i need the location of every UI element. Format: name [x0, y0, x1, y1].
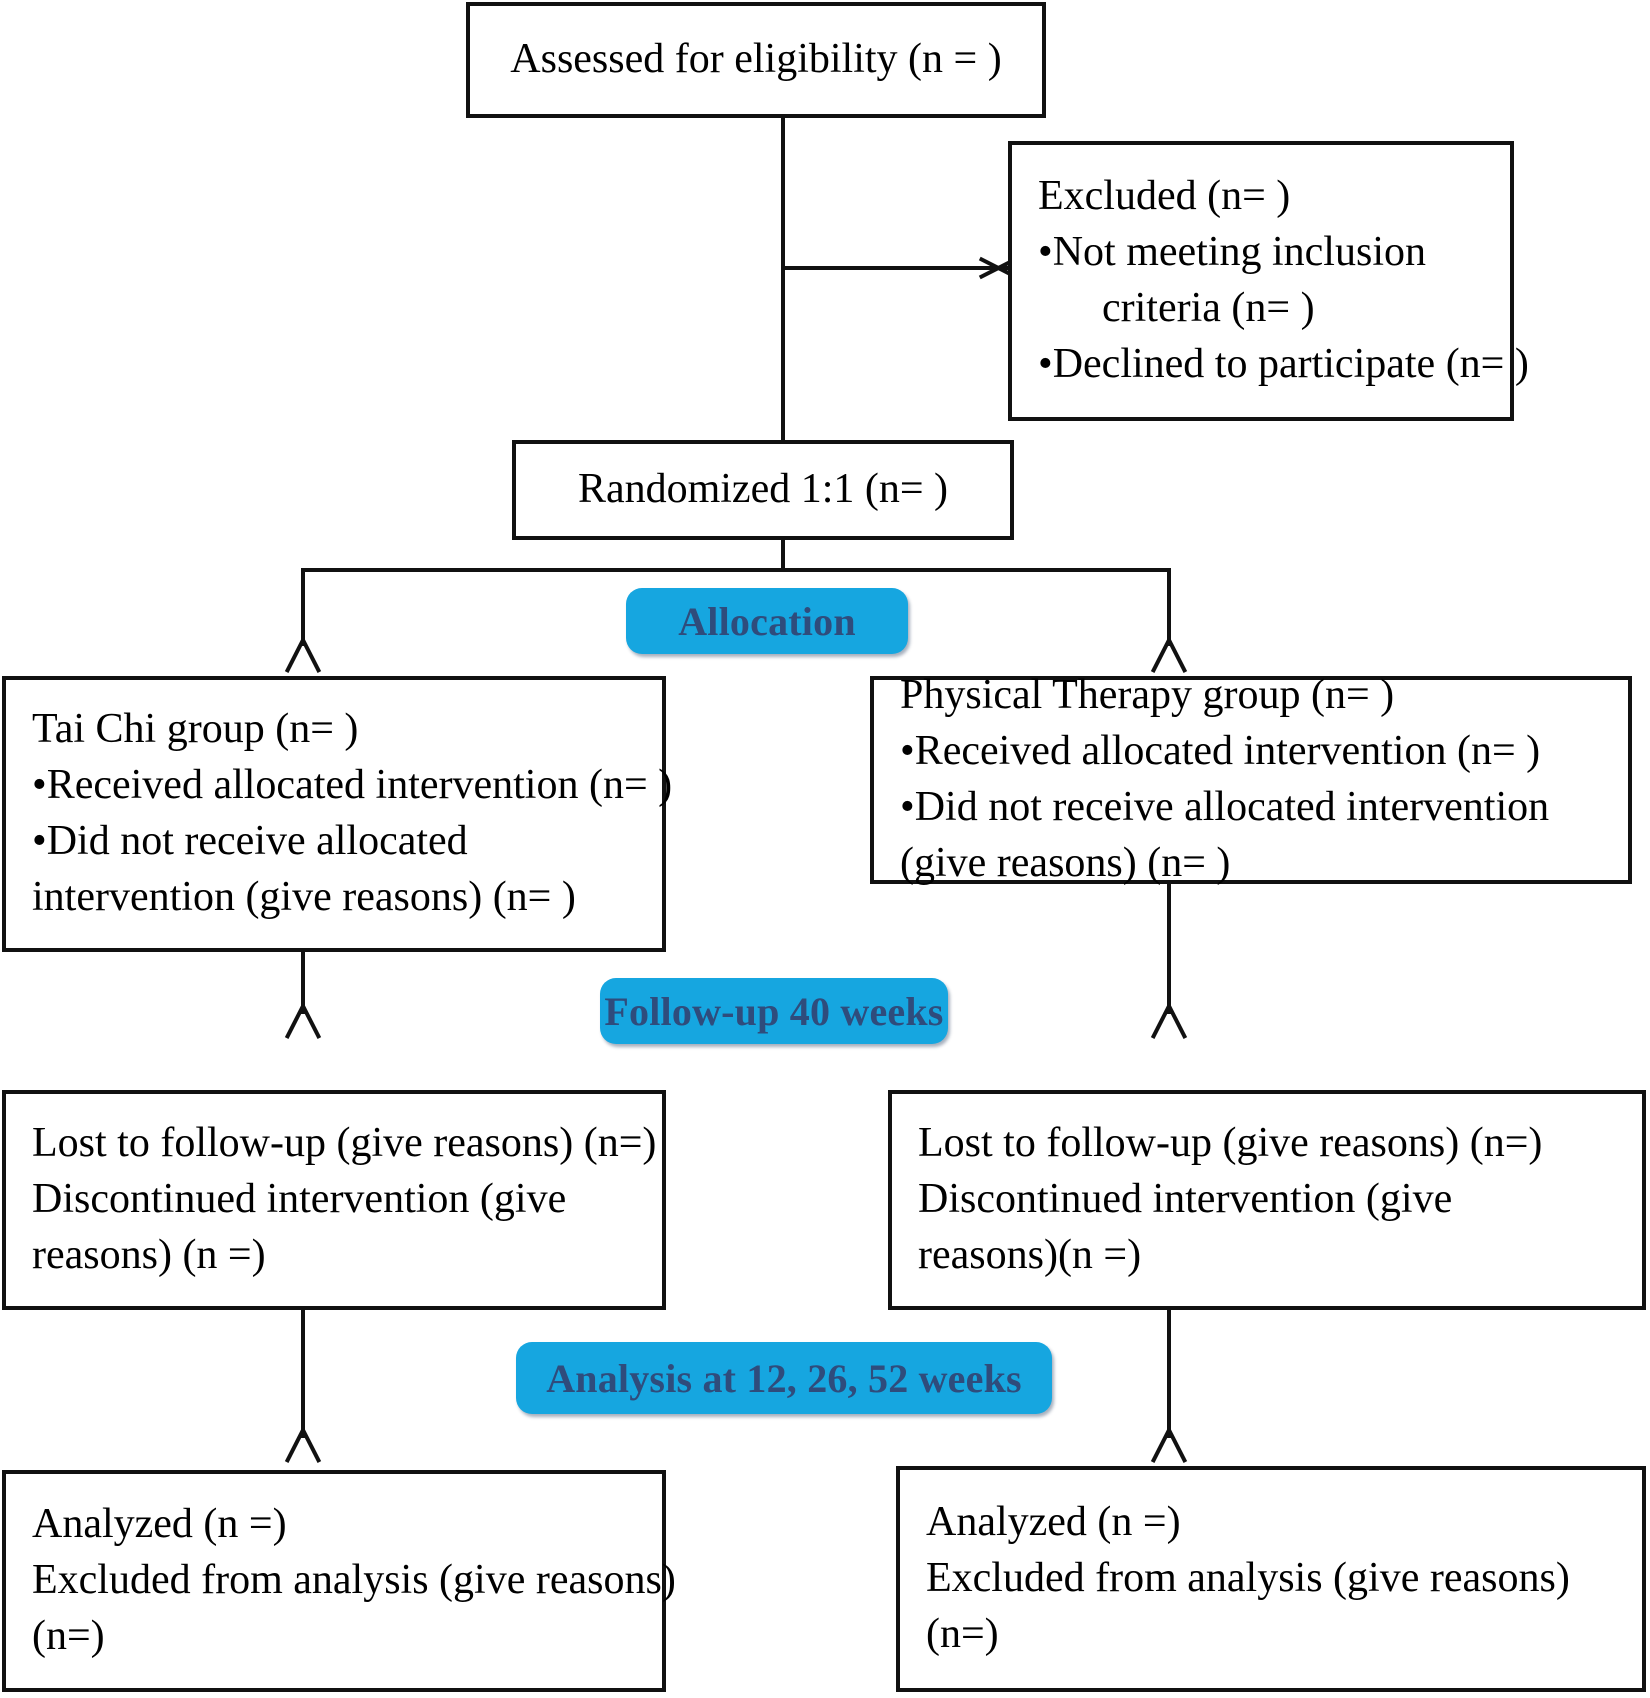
connector-to-taichi-allocation — [301, 568, 305, 646]
box-line: Excluded (n= ) — [1038, 173, 1291, 220]
box-line: •Received allocated intervention (n= ) — [32, 762, 673, 809]
connector-eligibility-to-randomized — [781, 118, 785, 440]
box-line: •Not meeting inclusion — [1038, 229, 1426, 276]
box-pt-allocation: Physical Therapy group (n= ) •Received a… — [870, 672, 1632, 886]
banner-label: Analysis at 12, 26, 52 weeks — [546, 1355, 1022, 1401]
box-line: reasons) (n =) — [32, 1231, 266, 1278]
box-line: Lost to follow-up (give reasons) (n=) — [918, 1120, 1543, 1167]
arrowhead-taichi-analysis — [286, 1430, 320, 1462]
arrowhead-taichi-followup — [286, 1006, 320, 1038]
box-randomized: Randomized 1:1 (n= ) — [512, 440, 1014, 540]
box-line: (n=) — [32, 1612, 105, 1659]
box-line: (n=) — [926, 1610, 999, 1657]
box-excluded: Excluded (n= ) •Not meeting inclusion cr… — [1008, 141, 1529, 421]
box-line: Excluded from analysis (give reasons) — [926, 1555, 1570, 1602]
box-line: Discontinued intervention (give — [918, 1176, 1453, 1223]
box-line: criteria (n= ) — [1102, 285, 1315, 331]
connector-randomized-split — [301, 568, 1171, 572]
arrowhead-pt-followup — [1152, 1006, 1186, 1038]
box-line: •Did not receive allocated intervention — [900, 784, 1550, 830]
box-taichi-followup: Lost to follow-up (give reasons) (n=) Di… — [2, 1090, 666, 1310]
banner-followup: Follow-up 40 weeks — [600, 978, 948, 1044]
box-assessed-for-eligibility: Assessed for eligibility (n = ) — [466, 2, 1046, 118]
box-line: (give reasons) (n= ) — [900, 839, 1231, 886]
connector-taichi-allocation-to-followup — [301, 952, 305, 1014]
connector-pt-followup-to-analysis — [1167, 1310, 1171, 1438]
arrowhead-to-taichi-allocation — [286, 640, 320, 672]
banner-allocation: Allocation — [626, 588, 908, 654]
box-pt-analysis: Analyzed (n =) Excluded from analysis (g… — [896, 1466, 1646, 1692]
arrowhead-pt-analysis — [1152, 1430, 1186, 1462]
box-line: Randomized 1:1 (n= ) — [577, 466, 949, 513]
connector-taichi-followup-to-analysis — [301, 1310, 305, 1438]
box-line: Physical Therapy group (n= ) — [900, 672, 1395, 719]
box-taichi-allocation: Tai Chi group (n= ) •Received allocated … — [2, 676, 673, 952]
box-line: Discontinued intervention (give — [32, 1176, 567, 1223]
connector-to-excluded — [781, 266, 1025, 270]
banner-analysis: Analysis at 12, 26, 52 weeks — [516, 1342, 1052, 1414]
box-taichi-analysis: Analyzed (n =) Excluded from analysis (g… — [2, 1470, 676, 1692]
box-line: Excluded from analysis (give reasons) — [32, 1557, 676, 1604]
box-pt-followup: Lost to follow-up (give reasons) (n=) Di… — [888, 1090, 1646, 1310]
banner-label: Follow-up 40 weeks — [604, 988, 944, 1034]
connector-randomized-stem — [781, 540, 785, 572]
box-line: intervention (give reasons) (n= ) — [32, 873, 576, 920]
box-line: Lost to follow-up (give reasons) (n=) — [32, 1120, 657, 1167]
box-line: Analyzed (n =) — [32, 1501, 287, 1548]
connector-pt-allocation-to-followup — [1167, 884, 1171, 1014]
box-line: Assessed for eligibility (n = ) — [510, 36, 1002, 83]
connector-to-pt-allocation — [1167, 568, 1171, 646]
box-line: Tai Chi group (n= ) — [32, 706, 359, 753]
box-line: •Received allocated intervention (n= ) — [900, 728, 1541, 775]
box-line: •Did not receive allocated — [32, 818, 468, 864]
box-line: •Declined to participate (n= ) — [1038, 340, 1529, 387]
arrowhead-to-pt-allocation — [1152, 640, 1186, 672]
box-line: reasons)(n =) — [918, 1231, 1142, 1278]
box-line: Analyzed (n =) — [926, 1499, 1181, 1546]
banner-label: Allocation — [678, 598, 856, 644]
